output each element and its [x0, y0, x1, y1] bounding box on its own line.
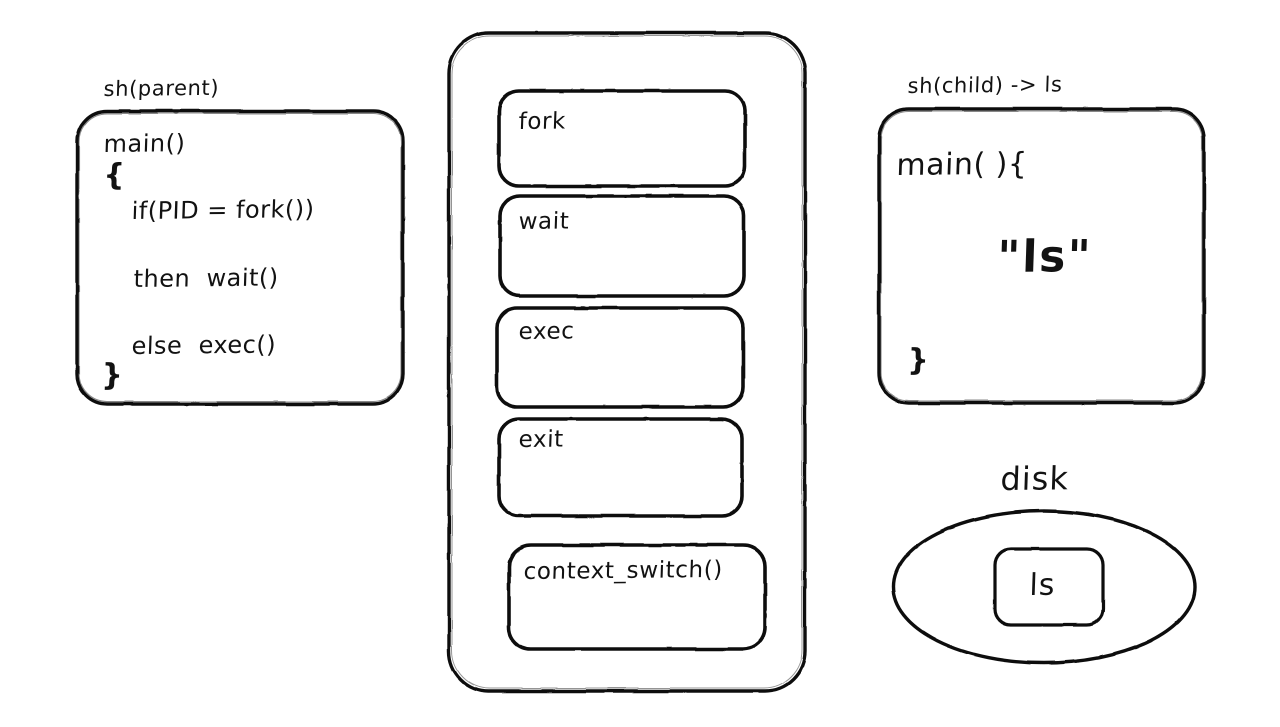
child-panel-caption: sh(child) -> ls — [907, 72, 1063, 98]
parent-line-open-brace: { — [102, 157, 126, 193]
parent-line-if: if(PID = fork()) — [131, 195, 316, 225]
disk-label: disk — [999, 459, 1070, 498]
child-line-main: main( ){ — [895, 146, 1029, 183]
child-line-command: "ls" — [996, 231, 1094, 283]
parent-line-then: then wait() — [133, 263, 280, 293]
kernel-box-wait-label: wait — [518, 208, 570, 235]
parent-line-else: else exec() — [131, 330, 277, 360]
kernel-box-exec-label: exec — [518, 318, 575, 345]
child-line-close-brace: } — [906, 342, 930, 378]
parent-panel-outline — [75, 109, 405, 406]
parent-panel-caption: sh(parent) — [103, 75, 220, 101]
disk-file-box-outline — [993, 547, 1105, 627]
disk-file-label: ls — [1028, 567, 1057, 603]
kernel-box-exit-label: exit — [518, 426, 565, 453]
kernel-box-fork-outline — [497, 89, 747, 188]
parent-line-close-brace: } — [100, 357, 124, 393]
kernel-box-exit-outline — [497, 417, 744, 518]
child-panel-outline — [877, 107, 1206, 405]
kernel-box-context-switch-label: context_switch() — [523, 556, 724, 585]
parent-line-main: main() — [103, 129, 186, 158]
kernel-box-exec-outline — [495, 306, 745, 409]
kernel-box-fork-label: fork — [518, 108, 567, 135]
kernel-box-context-switch-outline — [507, 543, 767, 651]
kernel-box-wait-outline — [498, 194, 746, 298]
